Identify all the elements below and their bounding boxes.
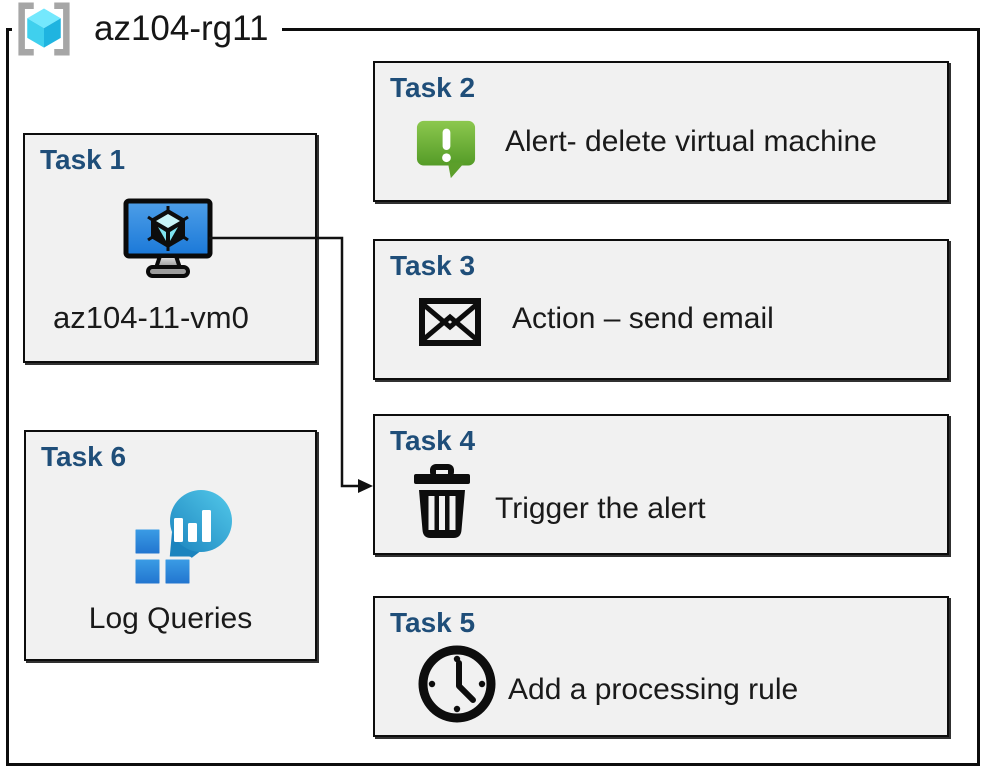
task-3-heading: Task 3 [390,250,476,281]
task-1-heading: Task 1 [40,144,126,175]
resource-group-header: az104-rg11 [12,1,283,57]
task-2-label: Alert- delete virtual machine [505,125,877,158]
resource-group-icon [18,2,70,56]
task-5-label: Add a processing rule [508,673,799,706]
alert-message-icon [415,117,477,186]
task-5-heading: Task 5 [390,607,476,638]
virtual-machine-icon [123,198,213,283]
task-5-box: Task 5 Add a processing rule [373,596,949,737]
task-6-label: Log Queries [88,602,253,635]
task-3-label: Action – send email [512,302,774,335]
resource-group-title: az104-rg11 [94,9,269,48]
task-1-box: Task 1 [23,133,317,363]
email-envelope-icon [419,298,481,351]
log-analytics-icon [132,488,238,590]
resource-group-box [6,28,980,766]
task-1-label: az104-11-vm0 [53,300,249,335]
task-4-box: Task 4 Trigger the alert [373,414,949,555]
clock-icon [415,642,499,731]
task-6-box: Task 6 [24,430,317,661]
task-4-heading: Task 4 [390,425,476,456]
task-4-label: Trigger the alert [495,492,706,525]
task-2-heading: Task 2 [390,72,476,103]
trash-delete-icon [412,462,472,545]
task-3-box: Task 3 Action – send email [373,239,949,380]
task-2-box: Task 2 Alert- delete virtual machine [373,61,949,202]
task-6-heading: Task 6 [41,441,127,472]
